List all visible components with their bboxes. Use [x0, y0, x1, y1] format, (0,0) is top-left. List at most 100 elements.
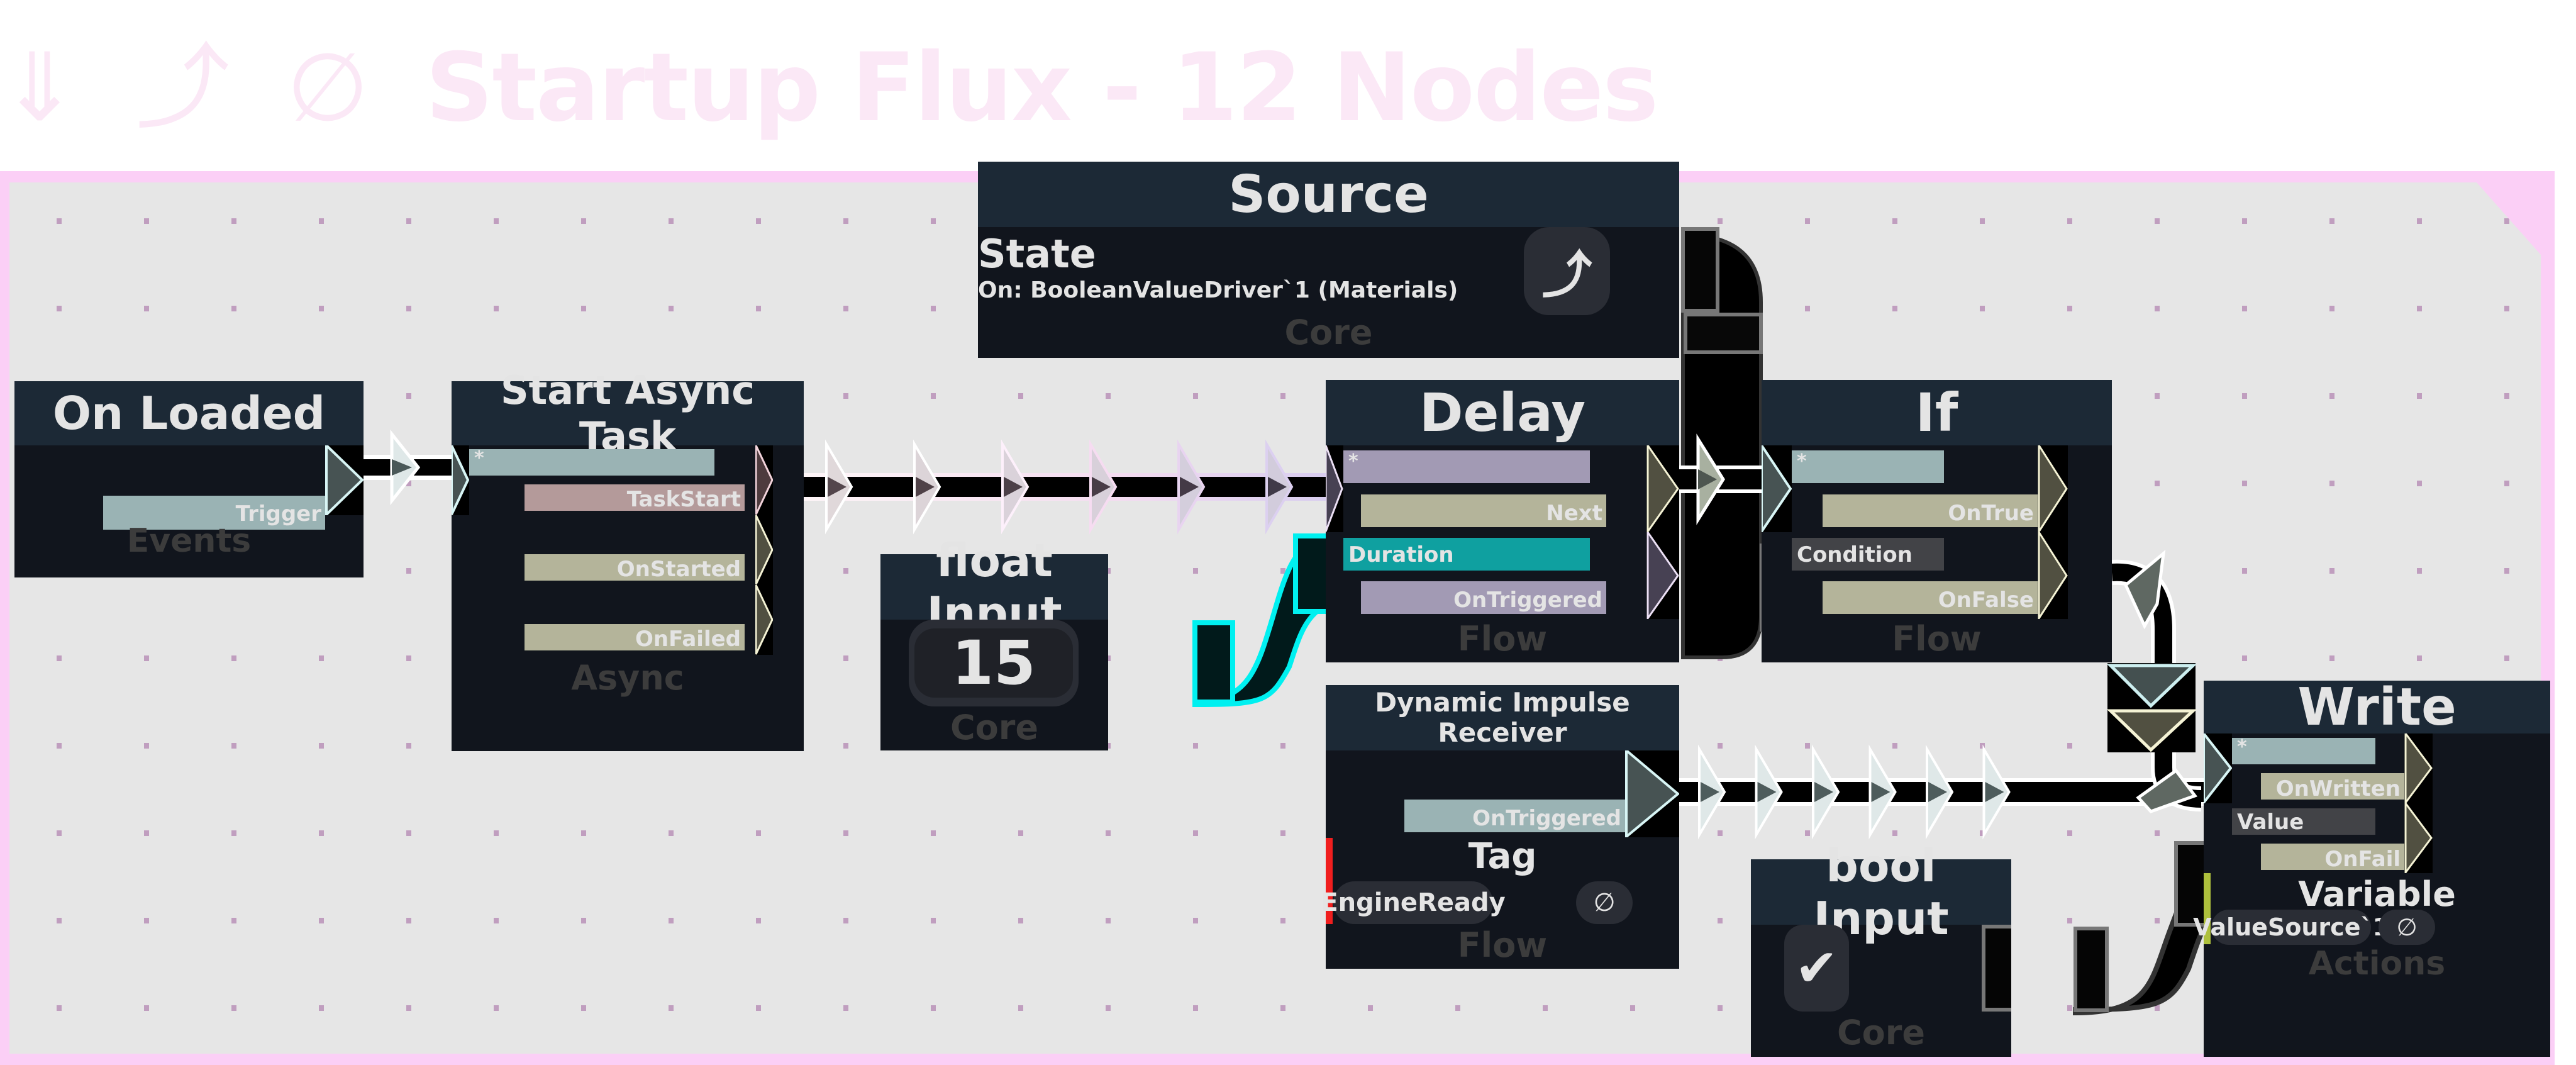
output-onstarted-port[interactable]	[755, 515, 773, 585]
output-taskstart-port[interactable]	[755, 445, 773, 515]
grid-dot	[406, 830, 411, 836]
output-ontrue-port[interactable]	[2038, 445, 2068, 532]
node-title[interactable]: bool Input	[1751, 839, 2011, 945]
grid-dot	[319, 1005, 324, 1011]
pack-down-icon[interactable]: ⇓	[0, 33, 79, 143]
wire-delay-to-if[interactable]	[1679, 227, 1814, 659]
grid-dot	[406, 306, 411, 311]
node-title[interactable]: On Loaded	[14, 381, 364, 445]
input-impulse-port[interactable]	[1326, 445, 1343, 532]
impulse-arrow-icon	[1625, 750, 1679, 837]
node-title[interactable]: Start Async Task	[452, 367, 804, 459]
output-next-port[interactable]	[1646, 445, 1679, 532]
field-source-target: On: BooleanValueDriver`1 (Materials)	[978, 277, 1458, 303]
grid-dot	[1280, 1005, 1285, 1011]
input-impulse-port[interactable]	[1762, 445, 1792, 532]
output-ontriggered-port[interactable]	[1625, 750, 1679, 837]
grid-dot	[2067, 918, 2072, 923]
wire-dynamic-to-write[interactable]	[1679, 744, 2204, 840]
input-impulse-port[interactable]	[2204, 733, 2232, 803]
grid-dot	[1455, 1005, 1460, 1011]
drive-button[interactable]: ⤴	[1524, 227, 1610, 315]
wire-flow-arrow-core	[1092, 477, 1111, 497]
grid-dot	[1718, 1005, 1723, 1011]
grid-dot	[931, 306, 936, 311]
node-title[interactable]: If	[1762, 380, 2112, 445]
impulse-arrow-icon	[755, 585, 773, 655]
grid-dot	[144, 306, 149, 311]
node-float-input[interactable]: float Input 15 Core	[880, 534, 1108, 750]
node-on-loaded[interactable]: On Loaded Trigger Events	[14, 381, 364, 577]
variable-type-indicator	[2204, 873, 2211, 944]
node-delay[interactable]: Delay * Next Duration OnTriggered Flow	[1326, 380, 1679, 662]
node-title[interactable]: Delay	[1326, 380, 1679, 445]
grid-dot	[931, 393, 936, 399]
wire-startasync-to-delay[interactable]	[804, 439, 1326, 535]
node-title[interactable]: Dynamic Impulse Receiver	[1326, 685, 1679, 750]
output-onfail-port[interactable]	[2404, 803, 2433, 873]
node-title[interactable]: Source	[978, 162, 1679, 227]
grid-dot	[669, 218, 674, 224]
grid-dot	[144, 218, 149, 224]
node-title[interactable]: float Input	[880, 534, 1108, 640]
grid-dot	[1980, 306, 1985, 311]
null-icon: ∅	[2396, 913, 2418, 941]
grid-dot	[231, 743, 236, 749]
grid-dot	[2155, 830, 2160, 836]
grid-dot	[231, 306, 236, 311]
grid-dot	[57, 655, 62, 661]
return-up-icon[interactable]: ⤴	[135, 33, 230, 143]
node-write[interactable]: Write * OnWritten Value OnFail Variable …	[2193, 677, 2550, 1057]
output-onfailed-label: OnFailed	[525, 624, 745, 652]
grid-dot	[494, 918, 499, 923]
node-title[interactable]: Write	[2204, 677, 2550, 737]
wire-flow-arrow-core	[828, 477, 847, 497]
grid-dot	[144, 830, 149, 836]
node-start-async-task[interactable]: Start Async Task * TaskStart OnStarted O…	[452, 367, 804, 751]
output-onwritten-port[interactable]	[2404, 733, 2433, 803]
grid-dot	[144, 1005, 149, 1011]
output-onfalse-port[interactable]	[2038, 532, 2068, 619]
node-bool-input[interactable]: bool Input ✔ Core	[1751, 839, 2011, 1057]
wire-if-to-write[interactable]	[2106, 550, 2202, 813]
grid-dot	[2242, 306, 2247, 311]
null-icon[interactable]: ∅	[286, 33, 369, 143]
float-value-input[interactable]: 15	[914, 628, 1073, 698]
grid-dot	[756, 1005, 761, 1011]
wire-onloaded-to-startasync[interactable]	[364, 429, 452, 506]
field-label-variable: Variable	[2298, 874, 2456, 914]
grid-dot	[581, 1005, 586, 1011]
grid-dot	[231, 218, 236, 224]
null-button[interactable]: ∅	[1576, 881, 1633, 924]
wire-flow-arrow-core	[1180, 477, 1199, 497]
node-dynamic-impulse-receiver[interactable]: Dynamic Impulse Receiver OnTriggered Tag…	[1321, 685, 1679, 969]
grid-dot	[843, 1005, 848, 1011]
output-onfailed-port[interactable]	[755, 585, 773, 655]
node-title-line2: Receiver	[1438, 717, 1567, 748]
variable-value-field[interactable]: ValueSource`1	[2193, 910, 2389, 945]
grid-dot	[1193, 830, 1198, 836]
grid-dot	[319, 830, 324, 836]
output-value-port[interactable]	[1982, 925, 2011, 1012]
node-if[interactable]: If * OnTrue Condition OnFalse Flow	[1762, 380, 2112, 662]
float-value-field[interactable]: 15	[909, 620, 1079, 706]
input-duration-label: Duration	[1343, 538, 1590, 571]
grid-dot	[843, 306, 848, 311]
grid-dot	[2242, 655, 2247, 661]
input-impulse-port[interactable]	[452, 445, 469, 515]
grid-dot	[2242, 393, 2247, 399]
grid-dot	[231, 1005, 236, 1011]
output-trigger-port[interactable]	[325, 445, 364, 515]
grid-dot	[2067, 743, 2072, 749]
null-icon: ∅	[1593, 888, 1616, 917]
grid-dot	[1980, 743, 1985, 749]
null-button[interactable]: ∅	[2379, 910, 2435, 945]
checkmark-icon: ✔	[1795, 938, 1838, 998]
output-ontriggered-port[interactable]	[1646, 532, 1679, 619]
grid-dot	[1280, 918, 1285, 923]
tag-value-field[interactable]: EngineReady	[1321, 881, 1506, 924]
bool-checkbox[interactable]: ✔	[1784, 925, 1849, 1012]
grid-dot	[1018, 830, 1023, 836]
output-onfalse-label: OnFalse	[1823, 581, 2038, 614]
node-source[interactable]: Source State On: BooleanValueDriver`1 (M…	[978, 162, 1679, 358]
